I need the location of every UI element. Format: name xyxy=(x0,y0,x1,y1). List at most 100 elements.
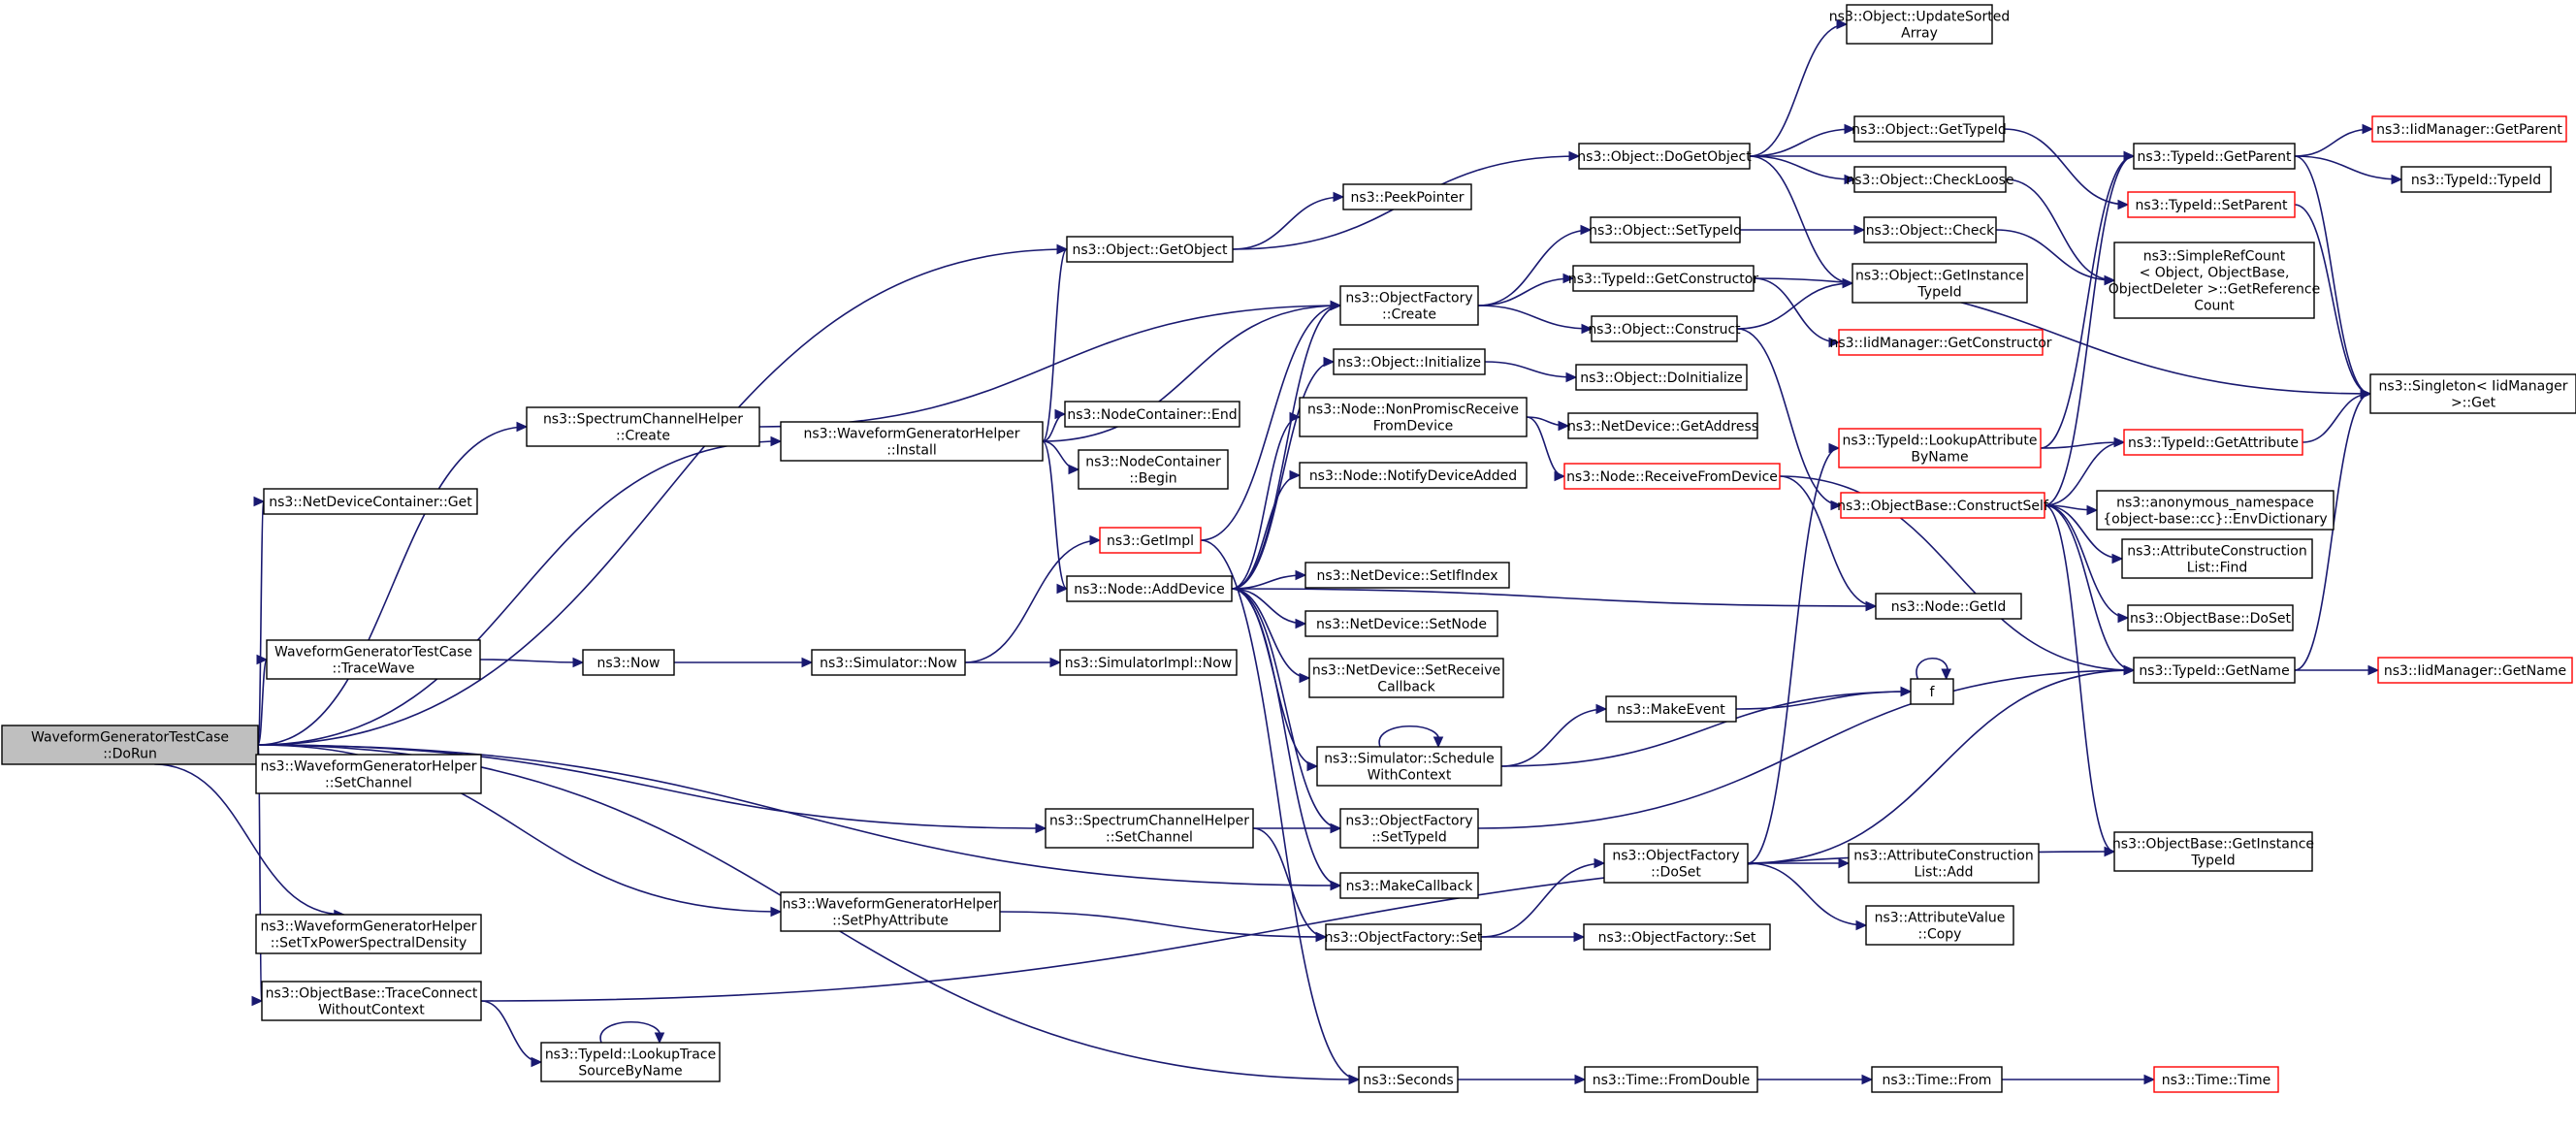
node-nc-end[interactable]: ns3::NodeContainer::End xyxy=(1064,401,1240,428)
node-wgh-settxpsd[interactable]: ns3::WaveformGeneratorHelper::SetTxPower… xyxy=(255,914,482,954)
node-box xyxy=(266,639,481,680)
node-tid-getconstructor[interactable]: ns3::TypeId::GetConstructor xyxy=(1568,265,1758,292)
edge-sim-now-to-getimpl xyxy=(964,534,1102,663)
node-label: ns3::Simulator::Schedule xyxy=(1324,752,1495,767)
node-time-from[interactable]: ns3::Time::From xyxy=(1871,1066,2003,1093)
edge-ob-traceconnect-to-tid-lookuptrace xyxy=(480,1000,543,1068)
node-box xyxy=(1583,923,1771,951)
node-ob-constructself[interactable]: ns3::ObjectBase::ConstructSelf xyxy=(1837,492,2049,519)
node-obj-initialize[interactable]: ns3::Object::Initialize xyxy=(1333,348,1486,375)
node-simplerefcount[interactable]: ns3::SimpleRefCount< Object, ObjectBase,… xyxy=(2109,242,2320,319)
edges-layer xyxy=(154,18,2403,1085)
node-attrval-copy[interactable]: ns3::AttributeValue::Copy xyxy=(1865,905,2014,946)
node-obj-checkloose[interactable]: ns3::Object::CheckLoose xyxy=(1846,166,2014,193)
node-node-adddevice[interactable]: ns3::Node::AddDevice xyxy=(1066,575,1233,602)
node-nd-setifindex[interactable]: ns3::NetDevice::SetIfIndex xyxy=(1304,562,1510,589)
node-of-set[interactable]: ns3::ObjectFactory::Set xyxy=(1325,923,1483,951)
node-label: ns3::ObjectFactory xyxy=(1345,291,1472,306)
node-box xyxy=(780,891,1001,932)
node-obj-dogetobject[interactable]: ns3::Object::DoGetObject xyxy=(1577,143,1752,170)
edge-node-adddevice-to-nd-setreceivecb xyxy=(1231,588,1311,684)
node-simimpl-now[interactable]: ns3::SimulatorImpl::Now xyxy=(1059,649,1238,676)
node-ndc-get[interactable]: ns3::NetDeviceContainer::Get xyxy=(263,488,478,515)
node-box xyxy=(1316,746,1502,787)
node-iidm-getparent[interactable]: ns3::IidManager::GetParent xyxy=(2371,115,2567,143)
node-nd-setnode[interactable]: ns3::NetDevice::SetNode xyxy=(1304,610,1498,637)
node-anon-envdict[interactable]: ns3::anonymous_namespace{object-base::cc… xyxy=(2096,490,2334,531)
node-of-set2[interactable]: ns3::ObjectFactory::Set xyxy=(1583,923,1771,951)
node-iidm-getname[interactable]: ns3::IidManager::GetName xyxy=(2377,657,2573,684)
node-label: ns3::SpectrumChannelHelper xyxy=(1049,814,1249,829)
edge-ob-constructself-to-tid-getparent xyxy=(2044,150,2136,506)
node-box xyxy=(1339,872,1479,899)
node-f[interactable]: f xyxy=(1910,678,1954,705)
node-time-time[interactable]: ns3::Time::Time xyxy=(2153,1066,2279,1093)
node-box xyxy=(1875,593,2022,620)
node-of-settypeid[interactable]: ns3::ObjectFactory::SetTypeId xyxy=(1339,808,1479,849)
edge-root-to-tracewave xyxy=(256,654,269,746)
node-box xyxy=(1563,463,1781,490)
node-box xyxy=(1578,143,1751,170)
node-sch-setchannel[interactable]: ns3::SpectrumChannelHelper::SetChannel xyxy=(1045,808,1254,849)
node-of-create[interactable]: ns3::ObjectFactory::Create xyxy=(1339,285,1479,326)
node-singleton-get[interactable]: ns3::Singleton< IidManager>::Get xyxy=(2369,373,2576,414)
node-ob-doset[interactable]: ns3::ObjectBase::DoSet xyxy=(2127,604,2294,631)
node-obj-gettypeid[interactable]: ns3::Object::GetTypeId xyxy=(1852,115,2007,143)
node-tid-typeid[interactable]: ns3::TypeId::TypeId xyxy=(2400,166,2552,193)
node-seconds[interactable]: ns3::Seconds xyxy=(1358,1066,1459,1093)
node-wgh-setchannel[interactable]: ns3::WaveformGeneratorHelper::SetChannel xyxy=(255,754,482,794)
node-makeevent[interactable]: ns3::MakeEvent xyxy=(1605,695,1737,723)
node-time-fromdouble[interactable]: ns3::Time::FromDouble xyxy=(1584,1066,1758,1093)
node-label: ns3::TypeId::TypeId xyxy=(2411,173,2541,188)
node-nd-getaddress[interactable]: ns3::NetDevice::GetAddress xyxy=(1567,412,1758,439)
node-wgh-setphyattr[interactable]: ns3::WaveformGeneratorHelper::SetPhyAttr… xyxy=(780,891,1001,932)
edge-of-create-to-tid-getconstructor xyxy=(1477,273,1575,306)
node-peekpointer[interactable]: ns3::PeekPointer xyxy=(1342,183,1472,210)
node-label: ns3::Time::From xyxy=(1883,1073,1992,1088)
node-label: ns3::Object::DoGetObject xyxy=(1577,149,1752,165)
node-label: ns3::WaveformGeneratorHelper xyxy=(261,759,477,775)
node-obj-getobject[interactable]: ns3::Object::GetObject xyxy=(1066,236,1234,263)
node-obj-construct[interactable]: ns3::Object::Construct xyxy=(1588,315,1741,342)
edge-tid-getname-to-singleton-get xyxy=(2294,388,2372,671)
node-node-getid[interactable]: ns3::Node::GetId xyxy=(1875,593,2022,620)
node-obj-check[interactable]: ns3::Object::Check xyxy=(1863,216,1997,243)
node-sch-create[interactable]: ns3::SpectrumChannelHelper::Create xyxy=(526,406,760,447)
node-nc-begin[interactable]: ns3::NodeContainer::Begin xyxy=(1078,449,1229,490)
node-ob-traceconnect[interactable]: ns3::ObjectBase::TraceConnectWithoutCont… xyxy=(261,981,482,1021)
node-wgh-install[interactable]: ns3::WaveformGeneratorHelper::Install xyxy=(780,421,1044,462)
node-sim-now[interactable]: ns3::Simulator::Now xyxy=(811,649,966,676)
node-now[interactable]: ns3::Now xyxy=(582,649,675,676)
edge-obj-dogetobject-to-obj-getinstancetid xyxy=(1749,155,1854,289)
node-tracewave[interactable]: WaveformGeneratorTestCase::TraceWave xyxy=(266,639,481,680)
node-obj-doinitialize[interactable]: ns3::Object::DoInitialize xyxy=(1575,364,1748,391)
node-box xyxy=(1590,216,1741,243)
edge-tid-getparent-to-iidm-getparent xyxy=(2294,123,2374,157)
node-obj-settypeid[interactable]: ns3::Object::SetTypeId xyxy=(1589,216,1742,243)
node-root[interactable]: WaveformGeneratorTestCase::DoRun xyxy=(1,725,259,765)
edge-obj-dogetobject-to-obj-checkloose xyxy=(1749,155,1856,185)
node-label: ns3::ObjectBase::GetInstance xyxy=(2112,837,2314,853)
node-node-notifydevice[interactable]: ns3::Node::NotifyDeviceAdded xyxy=(1299,462,1528,489)
edge-node-adddevice-to-node-getid xyxy=(1231,588,1878,612)
node-box xyxy=(2133,143,2296,170)
node-of-doset[interactable]: ns3::ObjectFactory::DoSet xyxy=(1603,843,1749,884)
node-tid-getattribute[interactable]: ns3::TypeId::GetAttribute xyxy=(2123,429,2303,456)
node-iidm-getconstructor[interactable]: ns3::IidManager::GetConstructor xyxy=(1829,329,2052,356)
node-tid-setparent[interactable]: ns3::TypeId::SetParent xyxy=(2127,191,2296,218)
node-tid-getname[interactable]: ns3::TypeId::GetName xyxy=(2133,657,2296,684)
node-tid-getparent[interactable]: ns3::TypeId::GetParent xyxy=(2133,143,2296,170)
node-getimpl[interactable]: ns3::GetImpl xyxy=(1099,527,1202,554)
node-makecallback[interactable]: ns3::MakeCallback xyxy=(1339,872,1479,899)
node-node-receivefromdevice[interactable]: ns3::Node::ReceiveFromDevice xyxy=(1563,463,1781,490)
